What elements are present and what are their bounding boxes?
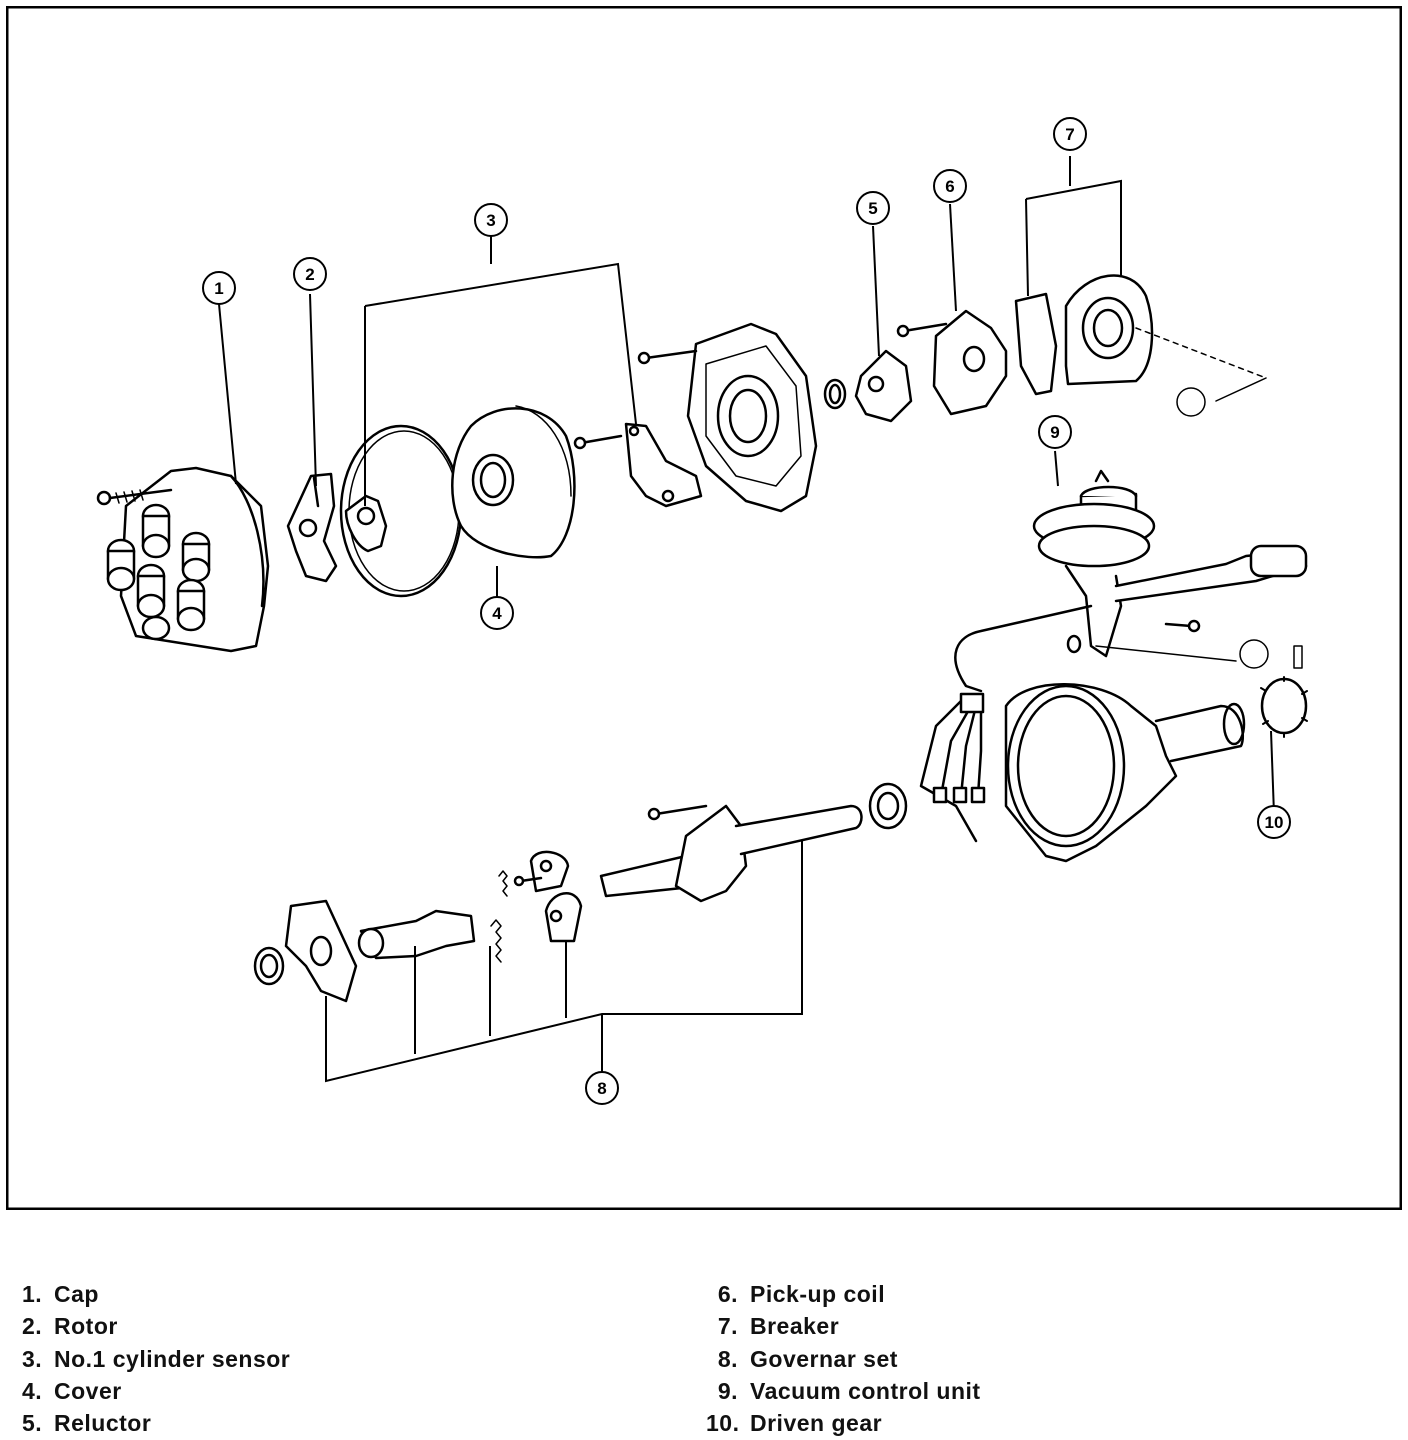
leader-lines [218, 156, 1275, 1083]
legend-number: 2. [22, 1313, 43, 1340]
cap-part [96, 466, 270, 653]
legend-label: Cap [54, 1281, 99, 1307]
callout-7: 7 [1053, 117, 1087, 151]
breaker-part [1014, 274, 1267, 417]
legend-left: 1. Cap 2. Rotor 3. No.1 cylinder sensor … [22, 1278, 662, 1439]
legend-number: 9. [717, 1377, 738, 1404]
legend-label: Cover [54, 1377, 122, 1404]
callouts: 1 2 3 4 5 6 7 8 9 10 [202, 117, 1291, 1105]
reluctor-part [823, 349, 913, 423]
legend-label: Governar set [750, 1345, 898, 1372]
legend-number: 6. [717, 1281, 738, 1307]
cylinder-sensor-part [339, 422, 703, 598]
callout-1: 1 [202, 271, 236, 305]
legend-label: Rotor [54, 1313, 118, 1340]
legend-item-governar-set: 8. Governar set [706, 1343, 1386, 1375]
legend-item-rotor: 2. Rotor [22, 1310, 662, 1342]
callout-2: 2 [293, 257, 327, 291]
legend-item-reluctor: 5. Reluctor [22, 1407, 662, 1439]
legend-item-breaker: 7. Breaker [706, 1310, 1386, 1342]
cover-part [451, 405, 576, 559]
legend-right: 6. Pick-up coil 7. Breaker 8. Governar s… [706, 1278, 1386, 1439]
callout-6: 6 [933, 169, 967, 203]
legend-number: 10. [706, 1410, 740, 1437]
svg-text:3: 3 [486, 211, 495, 230]
legend-number: 3. [22, 1345, 43, 1372]
vacuum-control-unit-part [1032, 469, 1308, 669]
legend-number: 5. [22, 1410, 43, 1437]
exploded-diagram-frame: 1 2 3 4 5 6 7 8 9 10 [6, 6, 1402, 1210]
callout-8: 8 [585, 1071, 619, 1105]
callout-3: 3 [474, 203, 508, 237]
svg-text:5: 5 [868, 199, 877, 218]
legend-item-driven-gear: 10. Driven gear [706, 1407, 1386, 1439]
legend-item-vacuum-control-unit: 9. Vacuum control unit [706, 1375, 1386, 1407]
legend-label: Breaker [750, 1313, 840, 1340]
callout-10: 10 [1257, 805, 1291, 839]
legend-number: 4. [22, 1377, 43, 1404]
svg-text:1: 1 [214, 279, 223, 298]
legend-label: Reluctor [54, 1410, 152, 1437]
distributor-exploded-view: 1 2 3 4 5 6 7 8 9 10 [6, 6, 1402, 1210]
svg-text:4: 4 [492, 604, 502, 623]
distributor-housing-part [919, 604, 1308, 863]
callout-9: 9 [1038, 415, 1072, 449]
legend-item-cover: 4. Cover [22, 1375, 662, 1407]
callout-4: 4 [480, 596, 514, 630]
legend-label: Pick-up coil [750, 1281, 886, 1307]
legend-number: 8. [717, 1345, 738, 1372]
legend-label: Vacuum control unit [750, 1377, 981, 1404]
legend-item-cylinder-sensor: 3. No.1 cylinder sensor [22, 1343, 662, 1375]
rotor-part [286, 472, 338, 583]
governar-set-part [253, 782, 908, 1003]
callout-5: 5 [856, 191, 890, 225]
legend-label: Driven gear [750, 1410, 883, 1437]
svg-text:10: 10 [1265, 813, 1284, 832]
legend-item-pick-up-coil: 6. Pick-up coil [706, 1278, 1386, 1310]
svg-text:2: 2 [305, 265, 314, 284]
svg-text:8: 8 [597, 1079, 606, 1098]
svg-text:6: 6 [945, 177, 954, 196]
housing-plate-part [637, 322, 818, 513]
legend-item-cap: 1. Cap [22, 1278, 662, 1310]
legend-number: 7. [717, 1313, 738, 1340]
pick-up-coil-part [896, 309, 1008, 416]
svg-text:9: 9 [1050, 423, 1059, 442]
legend-label: No.1 cylinder sensor [54, 1345, 291, 1372]
svg-text:7: 7 [1065, 125, 1074, 144]
legend-number: 1. [22, 1281, 43, 1307]
